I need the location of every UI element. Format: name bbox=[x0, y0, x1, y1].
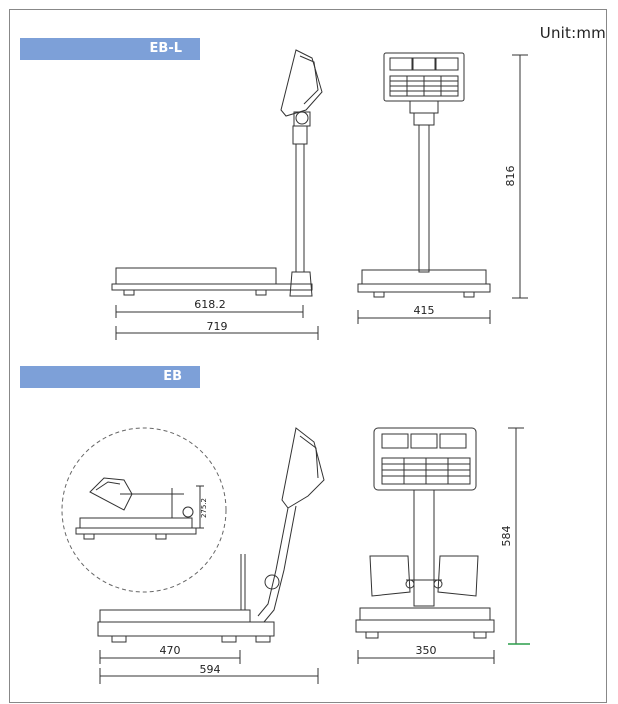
eb-l-width: 415 bbox=[414, 304, 435, 317]
unit-label: Unit:mm bbox=[539, 24, 606, 42]
eb-l-front-column bbox=[418, 124, 430, 273]
model-tag-label: EB-L bbox=[149, 41, 182, 56]
eb-l-side-column bbox=[295, 143, 305, 273]
eb-side-platform bbox=[99, 609, 251, 623]
eb-l-side-pivot bbox=[295, 111, 309, 125]
eb-l-front-view bbox=[357, 52, 528, 324]
model-tag-label: EB bbox=[163, 369, 182, 384]
eb-overall-length: 594 bbox=[200, 663, 221, 676]
eb-l-side-head bbox=[280, 49, 323, 117]
eb-front-view bbox=[355, 427, 530, 664]
eb-l-side-platform bbox=[115, 267, 277, 285]
eb-side-view bbox=[97, 427, 325, 684]
eb-front-column bbox=[413, 489, 435, 607]
eb-detail-circle bbox=[61, 427, 227, 593]
eb-l-height: 816 bbox=[504, 166, 517, 187]
model-tag-eb-l: EB-L bbox=[20, 38, 200, 60]
eb-l-platform-length: 618.2 bbox=[194, 298, 226, 311]
model-tag-eb: EB bbox=[20, 366, 200, 388]
eb-detail-height: 275.2 bbox=[200, 498, 208, 518]
eb-l-overall-length: 719 bbox=[207, 320, 228, 333]
eb-width: 350 bbox=[416, 644, 437, 657]
eb-side-pivot bbox=[264, 574, 280, 590]
eb-height: 584 bbox=[500, 526, 513, 547]
eb-l-side-view bbox=[111, 49, 323, 340]
eb-platform-length: 470 bbox=[160, 644, 181, 657]
eb-front-head bbox=[373, 427, 477, 491]
eb-side-head bbox=[281, 427, 325, 509]
figure-frame bbox=[9, 9, 607, 703]
eb-front-platform bbox=[359, 607, 491, 621]
